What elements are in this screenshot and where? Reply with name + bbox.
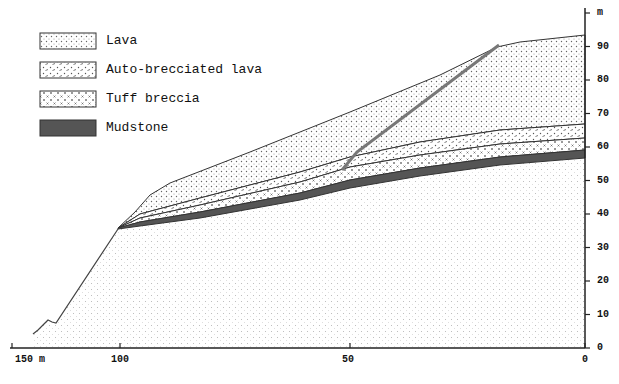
axis-ticks xyxy=(12,13,590,348)
x-axis xyxy=(10,347,585,349)
fault-line xyxy=(342,45,499,170)
legend-swatch xyxy=(40,120,96,136)
axis-label: 50 xyxy=(597,175,609,187)
legend-text: Lava xyxy=(106,33,137,49)
axis-label: 0 xyxy=(582,354,588,366)
mudstone-layer xyxy=(118,150,585,229)
axis-label: 40 xyxy=(597,208,609,220)
legend-swatch xyxy=(40,62,96,78)
auto-brecciated-layer xyxy=(118,124,585,228)
axis-label: 100 xyxy=(111,354,129,366)
axis-label: 30 xyxy=(597,242,609,254)
axis-label: 60 xyxy=(597,141,609,153)
legend-text: Auto-brecciated lava xyxy=(106,62,262,78)
axis-label: 90 xyxy=(597,41,609,53)
axis-label: 50 xyxy=(342,354,354,366)
y-axis xyxy=(584,8,586,348)
tuff-breccia-layer xyxy=(118,138,585,228)
axis-label: 0 xyxy=(597,342,603,354)
axis-label: 80 xyxy=(597,74,609,86)
axis-label: 150 m xyxy=(15,354,45,366)
ground-surface xyxy=(33,229,118,334)
axis-label: 20 xyxy=(597,275,609,287)
legend-swatch xyxy=(40,91,96,107)
legend-text: Tuff breccia xyxy=(106,91,200,107)
legend-text: Mudstone xyxy=(106,120,168,136)
axis-label: m xyxy=(597,7,603,19)
legend-swatch xyxy=(40,33,96,49)
axis-label: 70 xyxy=(597,108,609,120)
axis-label: 10 xyxy=(597,309,609,321)
